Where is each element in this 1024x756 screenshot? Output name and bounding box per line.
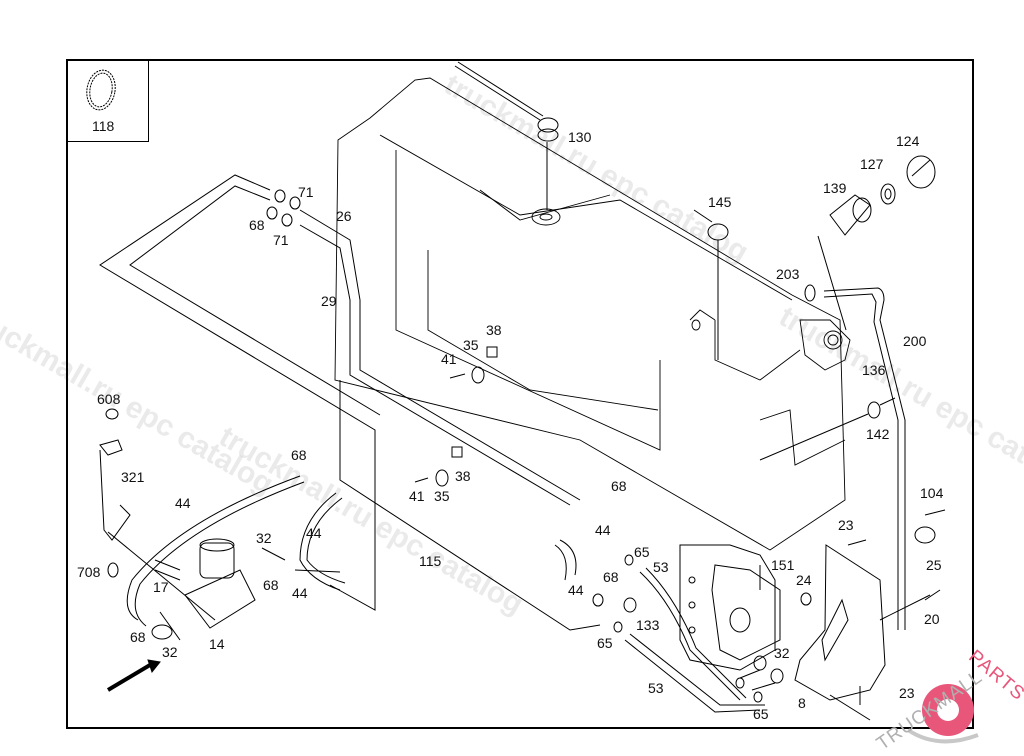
fitting-71-68 <box>266 189 301 227</box>
callout-142[interactable]: 142 <box>866 426 890 442</box>
clip-203 <box>804 284 816 302</box>
filler-cap-130 <box>454 61 559 210</box>
clamp-set-b <box>414 446 463 487</box>
bolt-20 <box>924 589 941 601</box>
callout-68[interactable]: 68 <box>291 447 307 463</box>
callout-115[interactable]: 115 <box>419 553 442 569</box>
callout-41[interactable]: 41 <box>409 488 425 504</box>
callout-133[interactable]: 133 <box>636 617 660 633</box>
callout-24[interactable]: 24 <box>796 572 812 588</box>
callout-65[interactable]: 65 <box>753 706 769 722</box>
return-line-115 <box>99 174 601 631</box>
callout-14[interactable]: 14 <box>209 636 225 652</box>
callout-53[interactable]: 53 <box>648 680 664 696</box>
bracket-321 <box>99 408 216 621</box>
callout-130[interactable]: 130 <box>568 129 592 145</box>
callout-151[interactable]: 151 <box>771 557 795 573</box>
gear-icon <box>906 684 979 744</box>
cap-assembly <box>817 155 936 331</box>
callout-29[interactable]: 29 <box>321 293 337 309</box>
callout-65[interactable]: 65 <box>597 635 613 651</box>
valve-14 <box>151 538 286 641</box>
callout-53[interactable]: 53 <box>653 559 669 575</box>
callout-26[interactable]: 26 <box>336 208 352 224</box>
callout-32[interactable]: 32 <box>256 530 272 546</box>
callout-321[interactable]: 321 <box>121 469 145 485</box>
callout-136[interactable]: 136 <box>862 362 886 378</box>
callout-68[interactable]: 68 <box>603 569 619 585</box>
pipe-53a <box>639 571 741 701</box>
callout-44[interactable]: 44 <box>595 522 611 538</box>
callout-124[interactable]: 124 <box>896 133 920 149</box>
fuel-tank <box>334 77 851 551</box>
callout-104[interactable]: 104 <box>920 485 944 501</box>
callout-71[interactable]: 71 <box>298 184 314 200</box>
pipe-53b <box>624 639 761 713</box>
callout-23[interactable]: 23 <box>838 517 854 533</box>
clip-133 <box>623 597 637 613</box>
callout-35[interactable]: 35 <box>463 337 479 353</box>
callout-118[interactable]: 118 <box>92 118 115 134</box>
callout-68[interactable]: 68 <box>611 478 627 494</box>
callout-41[interactable]: 41 <box>441 351 457 367</box>
callout-68[interactable]: 68 <box>130 629 146 645</box>
callout-127[interactable]: 127 <box>860 156 884 172</box>
callout-200[interactable]: 200 <box>903 333 927 349</box>
callout-203[interactable]: 203 <box>776 266 800 282</box>
callout-32[interactable]: 32 <box>162 644 178 660</box>
callout-32[interactable]: 32 <box>774 645 790 661</box>
callout-145[interactable]: 145 <box>708 194 732 210</box>
callout-8[interactable]: 8 <box>798 695 806 711</box>
callout-68[interactable]: 68 <box>263 577 279 593</box>
callout-65[interactable]: 65 <box>634 544 650 560</box>
direction-arrow <box>106 663 152 692</box>
o-ring-icon <box>86 69 116 111</box>
hose-44a <box>126 475 301 621</box>
callout-35[interactable]: 35 <box>434 488 450 504</box>
callout-23[interactable]: 23 <box>899 685 915 701</box>
pipe-200 <box>823 287 906 630</box>
callout-20[interactable]: 20 <box>924 611 940 627</box>
callout-708[interactable]: 708 <box>77 564 101 580</box>
inset-box <box>66 59 149 142</box>
callout-38[interactable]: 38 <box>486 322 502 338</box>
bolt-104 <box>924 509 946 516</box>
hose-44b <box>299 492 341 591</box>
bracket-8 <box>794 544 886 721</box>
callout-38[interactable]: 38 <box>455 468 471 484</box>
callout-68[interactable]: 68 <box>249 217 265 233</box>
callout-44[interactable]: 44 <box>175 495 191 511</box>
diagram-frame <box>66 59 974 729</box>
callout-17[interactable]: 17 <box>153 579 169 595</box>
washer-24 <box>800 592 812 606</box>
callout-25[interactable]: 25 <box>926 557 942 573</box>
callout-71[interactable]: 71 <box>273 232 289 248</box>
bolt-23 <box>847 539 867 546</box>
truckmall-parts-logo: TRUCKMALL PARTS <box>868 646 1024 755</box>
callout-44[interactable]: 44 <box>568 582 584 598</box>
callout-139[interactable]: 139 <box>823 180 847 196</box>
heater-151 <box>679 544 781 671</box>
vent-valve-145 <box>693 209 729 360</box>
callout-608[interactable]: 608 <box>97 391 121 407</box>
callout-44[interactable]: 44 <box>292 585 308 601</box>
callout-44[interactable]: 44 <box>306 525 322 541</box>
clamp-25 <box>914 526 936 544</box>
fitting-142 <box>867 401 881 419</box>
clamp-set-a <box>449 346 498 384</box>
